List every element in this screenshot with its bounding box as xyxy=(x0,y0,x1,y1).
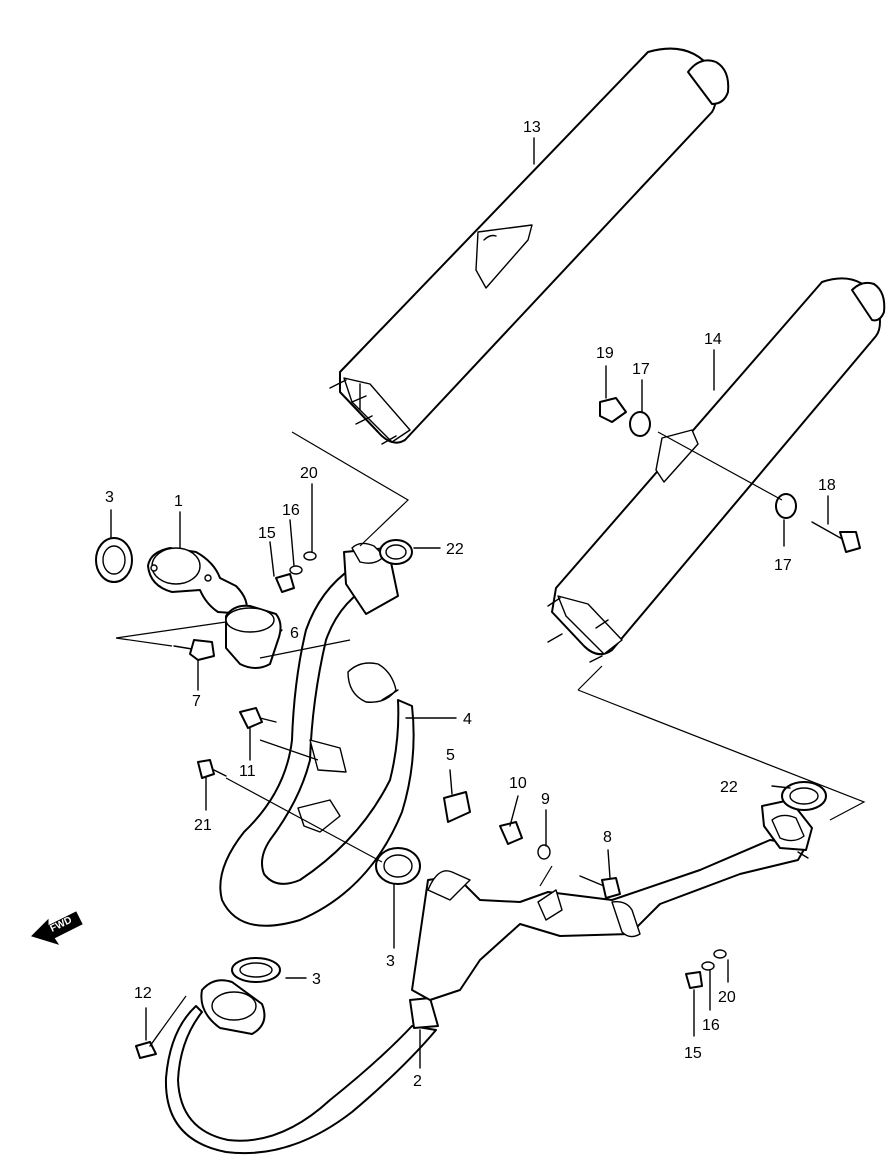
callout-9: 9 xyxy=(541,791,550,808)
callout-6: 6 xyxy=(290,625,299,642)
pipe-2-outlet-flange[interactable] xyxy=(761,799,813,859)
callout-5: 5 xyxy=(446,747,455,764)
bolt-11[interactable] xyxy=(239,707,277,729)
bolt-19[interactable] xyxy=(599,397,627,423)
bolt-18[interactable] xyxy=(811,521,861,553)
exhaust-pipe-4[interactable] xyxy=(219,567,415,927)
fwd-arrow-icon: FWD xyxy=(31,911,83,945)
cushion-10[interactable] xyxy=(499,821,523,845)
gasket-3-left[interactable] xyxy=(95,537,133,583)
pipe-2-inlet-flange[interactable] xyxy=(200,979,266,1035)
callout-22-lower: 22 xyxy=(720,779,738,796)
callout-22-upper: 22 xyxy=(446,541,464,558)
washer-20-upper[interactable] xyxy=(303,551,317,561)
callout-10: 10 xyxy=(509,775,527,792)
callout-4: 4 xyxy=(463,711,472,728)
callout-19: 19 xyxy=(596,345,614,362)
bolt-8[interactable] xyxy=(579,875,621,899)
exhaust-pipe-2[interactable] xyxy=(164,839,807,1155)
collar-9[interactable] xyxy=(537,844,551,860)
bolt-12[interactable] xyxy=(135,1031,161,1059)
callout-20-upper: 20 xyxy=(300,465,318,482)
callout-17-upper: 17 xyxy=(632,361,650,378)
muffler-14[interactable] xyxy=(547,277,886,663)
sleeve-6[interactable] xyxy=(225,604,282,669)
callout-14: 14 xyxy=(704,331,722,348)
callout-20-lower: 20 xyxy=(718,989,736,1006)
collar-17-upper[interactable] xyxy=(629,411,651,437)
muffler-13[interactable] xyxy=(329,47,730,445)
callout-7: 7 xyxy=(192,693,201,710)
callout-3-left: 3 xyxy=(105,489,114,506)
callout-15-lower: 15 xyxy=(684,1045,702,1062)
gasket-3-lower[interactable] xyxy=(231,957,281,983)
callout-16-lower: 16 xyxy=(702,1017,720,1034)
gasket-22-lower[interactable] xyxy=(781,781,827,811)
nut-15-lower[interactable] xyxy=(685,971,703,989)
joint-pipe-1[interactable] xyxy=(147,547,248,615)
callout-3-center: 3 xyxy=(386,953,395,970)
callout-numbers: 1 2 3 3 3 4 5 6 7 8 9 10 11 12 13 14 15 … xyxy=(105,119,836,1090)
callout-18: 18 xyxy=(818,477,836,494)
callout-12: 12 xyxy=(134,985,152,1002)
clamp-5[interactable] xyxy=(443,791,471,823)
callout-17-lower: 17 xyxy=(774,557,792,574)
callout-21: 21 xyxy=(194,817,212,834)
callout-8: 8 xyxy=(603,829,612,846)
callout-1: 1 xyxy=(174,493,183,510)
callout-11: 11 xyxy=(239,763,256,780)
washer-16-lower[interactable] xyxy=(701,961,715,971)
callout-16-upper: 16 xyxy=(282,502,300,519)
washer-20-lower[interactable] xyxy=(713,949,727,959)
assembly-lines xyxy=(115,431,866,1033)
callout-13: 13 xyxy=(523,119,541,136)
nut-15-upper[interactable] xyxy=(275,573,295,593)
leader-lines xyxy=(110,137,829,1069)
gasket-3-center[interactable] xyxy=(375,847,421,885)
washer-16-upper[interactable] xyxy=(289,565,303,575)
gasket-22-upper[interactable] xyxy=(379,539,413,565)
bolt-7[interactable] xyxy=(173,639,215,661)
callout-2: 2 xyxy=(413,1073,422,1090)
callout-3-lower: 3 xyxy=(312,971,321,988)
callout-15-upper: 15 xyxy=(258,525,276,542)
collar-17-lower[interactable] xyxy=(775,493,797,519)
bolt-21[interactable] xyxy=(197,759,227,779)
